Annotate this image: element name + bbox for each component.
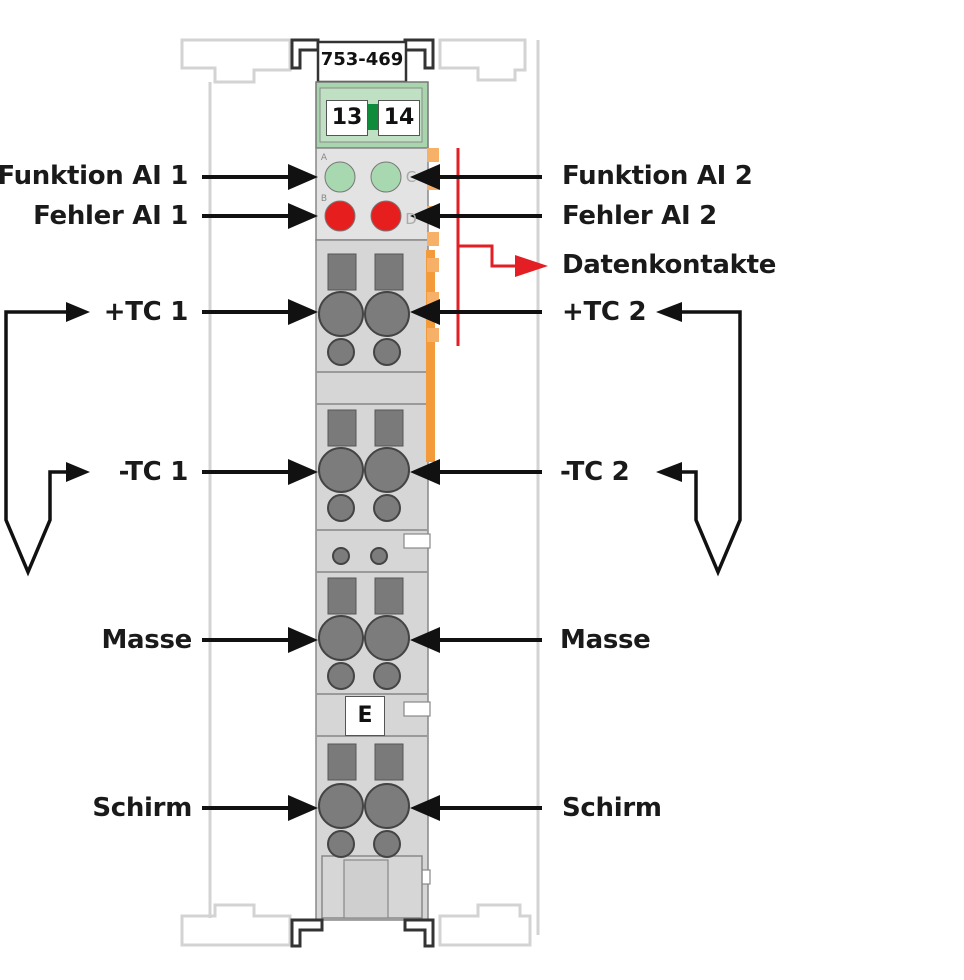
led-row-b-label: B	[320, 194, 328, 204]
data-contacts-arrow	[515, 255, 548, 277]
part-number: 753-469	[320, 49, 404, 70]
label-tc-minus-2: -TC 2	[560, 457, 630, 487]
channel-label-14: 14	[378, 100, 420, 136]
led-row-a-label: A	[320, 153, 328, 163]
neighbor-outlines	[180, 38, 540, 947]
arrows-right	[436, 175, 542, 810]
label-masse-right: Masse	[560, 625, 651, 655]
terminal-group-3	[318, 577, 410, 690]
led-row-c-label: C	[405, 168, 417, 186]
terminal-group-4	[318, 743, 410, 858]
label-datenkontakte: Datenkontakte	[562, 250, 777, 280]
thermocouple-left	[4, 310, 70, 577]
led-fehler-ai1	[324, 200, 356, 232]
status-leds	[324, 161, 402, 232]
terminal-group-2	[318, 409, 410, 565]
channel-label-13: 13	[326, 100, 368, 136]
terminal-group-1	[318, 253, 410, 366]
label-tc-plus-2: +TC 2	[562, 297, 647, 327]
arrowheads-right	[410, 164, 440, 821]
led-fehler-ai2	[370, 200, 402, 232]
label-masse-left: Masse	[101, 625, 192, 655]
thermocouple-right	[678, 310, 742, 577]
label-funktion-ai2: Funktion AI 2	[562, 161, 753, 191]
led-funktion-ai2	[370, 161, 402, 193]
label-funktion-ai1: Funktion AI 1	[0, 161, 188, 191]
label-schirm-right: Schirm	[562, 793, 662, 823]
terminal-blocks	[318, 253, 410, 858]
led-funktion-ai1	[324, 161, 356, 193]
arrowheads-left	[288, 164, 318, 821]
arrows-left	[202, 175, 292, 810]
thermocouple-left-heads	[66, 302, 90, 482]
marker-e: E	[345, 696, 385, 736]
label-tc-plus-1: +TC 1	[103, 297, 189, 327]
thermocouple-right-heads	[656, 302, 682, 482]
label-tc-minus-1: -TC 1	[118, 457, 189, 487]
label-fehler-ai1: Fehler AI 1	[33, 201, 188, 231]
led-row-d-label: D	[405, 210, 417, 228]
label-schirm-left: Schirm	[92, 793, 192, 823]
label-fehler-ai2: Fehler AI 2	[562, 201, 717, 231]
